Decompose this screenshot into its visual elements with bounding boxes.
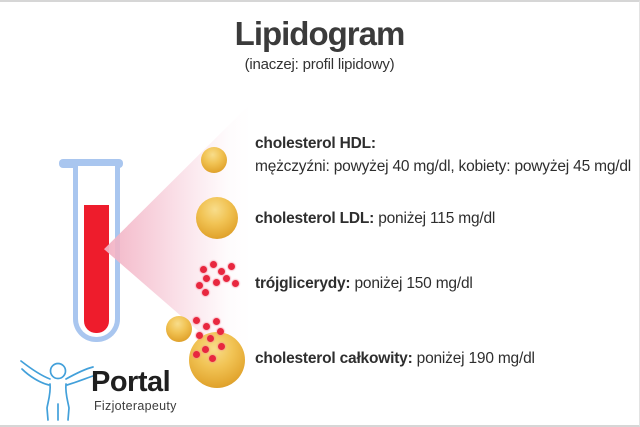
logo-subtitle: Fizjoterapeuty: [94, 399, 177, 413]
item-label: cholesterol HDL:: [255, 135, 376, 152]
triglyceride-dot: [195, 281, 203, 289]
triglyceride-dot: [201, 288, 209, 296]
item-value: poniżej 150 mg/dl: [354, 275, 473, 292]
portal-figure-icon: [20, 360, 94, 421]
triglyceride-dot: [216, 327, 224, 335]
list-item-triglycerides: trójglicerydy: poniżej 150 mg/dl: [255, 272, 473, 295]
page-subtitle: (inaczej: profil lipidowy): [244, 56, 395, 74]
triglyceride-dot: [217, 342, 225, 350]
header: Lipidogram (inaczej: profil lipidowy): [0, 15, 639, 74]
ldl-sphere-icon: [196, 197, 238, 239]
item-label: cholesterol LDL:: [255, 210, 375, 227]
triglyceride-dot: [202, 322, 210, 330]
list-item-hdl: cholesterol HDL: mężczyźni: powyżej 40 m…: [255, 132, 631, 178]
item-value: poniżej 190 mg/dl: [416, 350, 535, 367]
cholesterol-sphere-big-icon: [189, 332, 245, 388]
triglyceride-dot: [222, 274, 230, 282]
triglyceride-dot: [209, 260, 217, 268]
triglyceride-dot: [192, 350, 200, 358]
triglyceride-dot: [231, 279, 239, 287]
triglyceride-dot: [202, 274, 210, 282]
triglyceride-dot: [201, 345, 209, 353]
list-item-ldl: cholesterol LDL: poniżej 115 mg/dl: [255, 207, 495, 230]
triglyceride-dot: [192, 316, 200, 324]
triglyceride-dot: [195, 331, 203, 339]
cholesterol-sphere-small-icon: [166, 316, 192, 342]
triglyceride-dot: [206, 334, 214, 342]
test-tube-rim: [59, 159, 123, 168]
item-label: trójglicerydy:: [255, 275, 351, 292]
item-value: poniżej 115 mg/dl: [378, 210, 496, 227]
triglyceride-dot: [212, 278, 220, 286]
logo-title: Portal: [91, 366, 171, 398]
triglyceride-dot: [227, 262, 235, 270]
triglyceride-dot: [208, 354, 216, 362]
triglyceride-dot: [217, 267, 225, 275]
triglyceride-dot: [199, 265, 207, 273]
hdl-sphere-icon: [201, 147, 227, 173]
item-value: mężczyźni: powyżej 40 mg/dl, kobiety: po…: [255, 158, 632, 175]
item-label: cholesterol całkowity:: [255, 350, 413, 367]
page-title: Lipidogram: [234, 15, 406, 52]
list-item-total-cholesterol: cholesterol całkowity: poniżej 190 mg/dl: [255, 347, 535, 370]
blood-sample: [84, 205, 109, 333]
triglyceride-dot: [212, 317, 220, 325]
